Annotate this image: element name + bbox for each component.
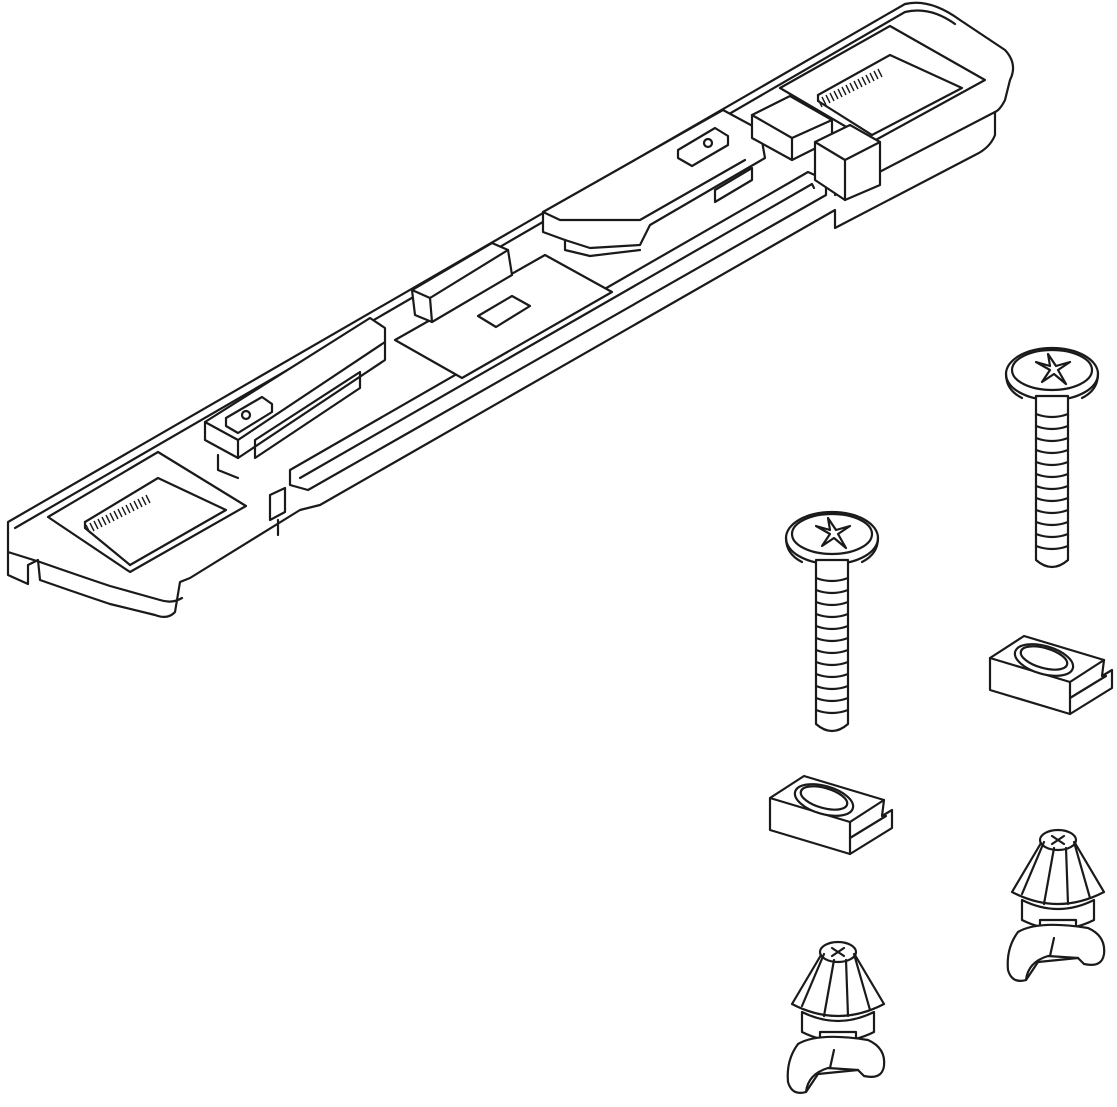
conical-anchor-2 — [1006, 828, 1106, 982]
clip-washer-1 — [768, 774, 894, 856]
mounting-rail — [6, 1, 1015, 619]
screw-1 — [784, 510, 880, 733]
left-pocket-teeth — [85, 494, 151, 534]
conical-anchor-1 — [786, 940, 886, 1094]
right-pocket-teeth — [817, 68, 883, 108]
screw-2 — [1004, 346, 1100, 569]
clip-washer-2 — [988, 634, 1114, 716]
